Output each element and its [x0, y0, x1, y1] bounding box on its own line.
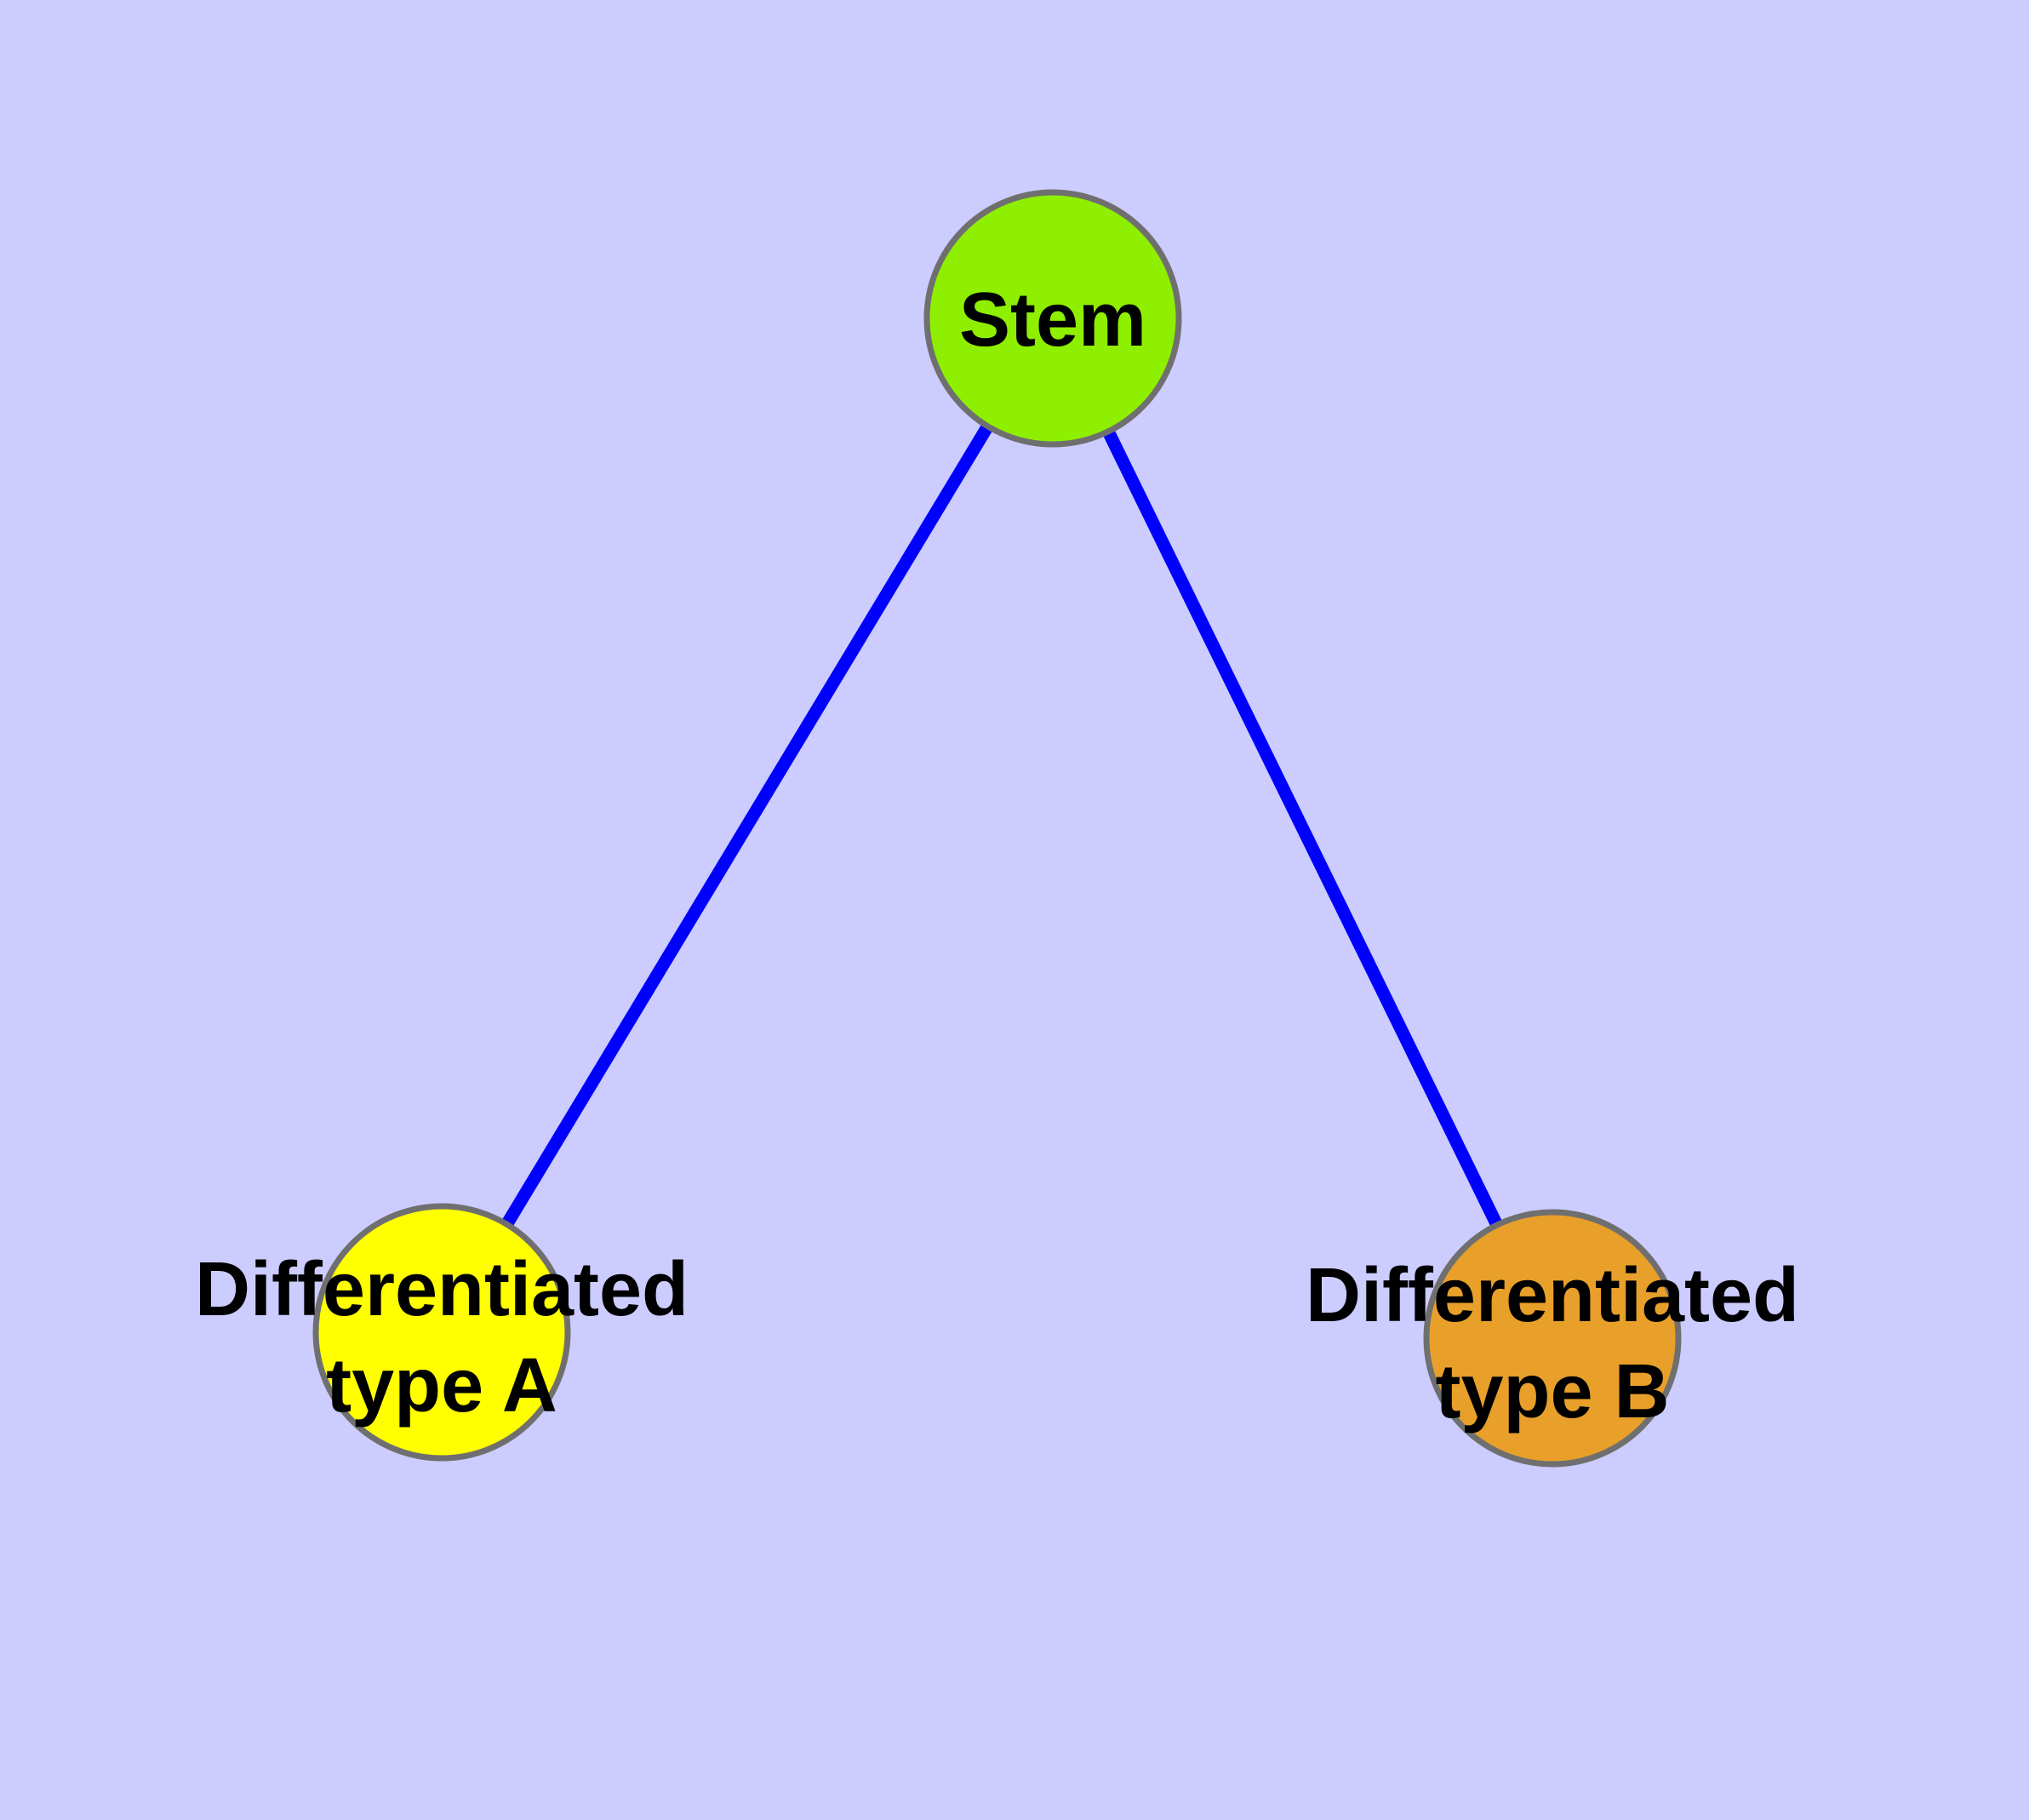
node-stem-label: Stem	[959, 278, 1146, 363]
edge-stem-to-type-b	[1047, 315, 1558, 1342]
edge-group	[436, 315, 1558, 1342]
edge-stem-to-type-a	[436, 315, 1059, 1336]
node-type-a-label-line1: Differentiated	[195, 1247, 689, 1332]
node-differentiated-type-a	[312, 1203, 571, 1462]
label-group: Stem Differentiated type A Differentiate…	[195, 278, 1799, 1434]
node-differentiated-type-b	[1423, 1209, 1682, 1468]
node-group	[312, 189, 1682, 1468]
node-type-a-label-line2: type A	[326, 1343, 557, 1428]
node-type-b-label-line1: Differentiated	[1306, 1253, 1799, 1338]
node-type-b-label-line2: type B	[1435, 1349, 1669, 1434]
node-stem	[923, 189, 1182, 448]
